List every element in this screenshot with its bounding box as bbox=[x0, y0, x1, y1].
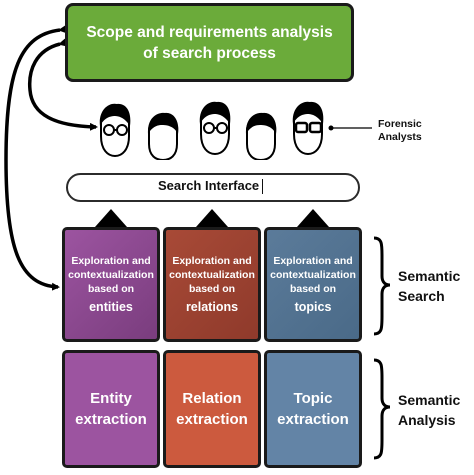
analysts-pointer-dot bbox=[328, 125, 334, 131]
tile-text-line: based on bbox=[289, 283, 337, 295]
tile-text-line: based on bbox=[87, 283, 135, 295]
analyst-avatar-1 bbox=[99, 103, 131, 158]
tile-text-line: Exploration and bbox=[71, 255, 151, 267]
semantic-search-label: Semantic Search bbox=[398, 266, 460, 306]
analyst-avatar-4 bbox=[245, 112, 277, 160]
scope-requirements-box: Scope and requirements analysis of searc… bbox=[65, 3, 354, 82]
analysts-group bbox=[99, 101, 324, 160]
tile-emphasis: relations bbox=[185, 300, 239, 314]
tile-text-line: Entity bbox=[90, 390, 132, 407]
tile-text-line: contextualization bbox=[169, 269, 255, 281]
topics-exploration-tile: Exploration and contextualization based … bbox=[264, 227, 362, 342]
scope-line-2: of search process bbox=[143, 44, 276, 62]
semantic-analysis-line-2: Analysis bbox=[398, 412, 456, 428]
tile-emphasis: entities bbox=[89, 300, 133, 314]
tile-text-line: extraction bbox=[277, 411, 349, 428]
tile-text-line: Exploration and bbox=[172, 255, 252, 267]
tile-text-line: extraction bbox=[75, 411, 147, 428]
tile-text-line: contextualization bbox=[68, 269, 154, 281]
topic-extraction-tile: Topic extraction bbox=[264, 350, 362, 468]
search-interface-label: Search Interface bbox=[158, 178, 260, 193]
feedback-arrow-long bbox=[4, 25, 67, 291]
search-text-caret bbox=[262, 179, 263, 194]
forensic-label-line-2: Analysts bbox=[378, 131, 422, 143]
entity-extraction-tile: Entity extraction bbox=[62, 350, 160, 468]
forensic-label-line-1: Forensic bbox=[378, 118, 422, 130]
analyst-avatar-5 bbox=[292, 101, 324, 156]
topics-pointer-triangle bbox=[297, 209, 329, 227]
tile-text-line: contextualization bbox=[270, 269, 356, 281]
semantic-analysis-brace bbox=[373, 358, 391, 460]
tile-text-line: Exploration and bbox=[273, 255, 353, 267]
entities-exploration-tile: Exploration and contextualization based … bbox=[62, 227, 160, 342]
semantic-search-line-2: Search bbox=[398, 288, 445, 304]
tile-text-line: based on bbox=[188, 283, 236, 295]
feedback-arrow-short bbox=[27, 38, 98, 131]
entities-pointer-triangle bbox=[95, 209, 127, 227]
relation-extraction-tile: Relation extraction bbox=[163, 350, 261, 468]
tile-text-line: Topic bbox=[293, 390, 333, 407]
semantic-analysis-label: Semantic Analysis bbox=[398, 390, 460, 430]
search-interface-bar[interactable] bbox=[66, 173, 360, 202]
tile-text-line: extraction bbox=[176, 411, 248, 428]
tile-emphasis: topics bbox=[294, 300, 332, 314]
relations-exploration-tile: Exploration and contextualization based … bbox=[163, 227, 261, 342]
relations-pointer-triangle bbox=[196, 209, 228, 227]
semantic-analysis-line-1: Semantic bbox=[398, 392, 461, 408]
scope-line-1: Scope and requirements analysis bbox=[86, 23, 333, 41]
analyst-avatar-3 bbox=[199, 101, 231, 156]
semantic-search-brace bbox=[373, 236, 391, 336]
forensic-analysts-label: Forensic Analysts bbox=[378, 118, 422, 144]
semantic-search-line-1: Semantic bbox=[398, 268, 461, 284]
tile-text-line: Relation bbox=[182, 390, 242, 407]
analyst-avatar-2 bbox=[147, 112, 179, 160]
